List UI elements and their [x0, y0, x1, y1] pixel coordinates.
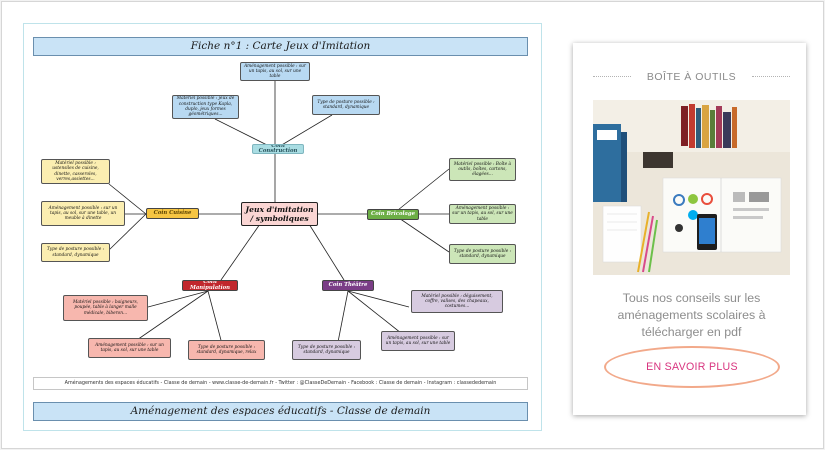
cuisine-materiel: Matériel possible : ustensiles de cuisin… [41, 159, 110, 184]
construction-materiel: Matériel possible : jeux de construction… [172, 95, 239, 119]
card-title-row: BOÎTE À OUTILS [593, 70, 790, 84]
title-divider-left [593, 76, 631, 77]
hub-manipulation: Coin Manipulation [182, 280, 238, 291]
theatre-posture: Type de posture possible : standard, dyn… [292, 340, 361, 360]
sheet-title: Fiche n°1 : Carte Jeux d'Imitation [33, 37, 528, 56]
mindmap-sheet[interactable]: Fiche n°1 : Carte Jeux d'Imitation [23, 23, 542, 431]
construction-amenagement: Aménagement possible : sur un tapis, au … [240, 62, 310, 81]
mindmap-connectors [108, 81, 450, 345]
bricolage-materiel: Matériel possible : Boîte à outils, boît… [449, 158, 516, 181]
theatre-amenagement: Aménagement possible : sur un tapis, au … [381, 331, 455, 351]
desk-photo [593, 100, 790, 275]
bricolage-amenagement: Aménagement possible : sur un tapis, au … [449, 204, 516, 224]
bricolage-posture: Type de posture possible : standard, dyn… [449, 244, 516, 264]
hub-theatre: Coin Théâtre [322, 280, 374, 291]
hub-bricolage: Coin Bricolage [367, 209, 419, 220]
cuisine-posture: Type de posture possible : standard, dyn… [41, 243, 110, 262]
theatre-materiel: Matériel possible : déguisement, coffre,… [411, 290, 503, 313]
hub-cuisine: Coin Cuisine [146, 208, 199, 219]
manipulation-amenagement: Aménagement possible : sur un tapis, au … [88, 338, 171, 358]
mindmap: Jeux d'imitation / symboliques Coin Cons… [24, 24, 541, 430]
title-divider-right [752, 76, 790, 77]
hub-construction: Coin Construction [252, 144, 304, 154]
toolbox-card: BOÎTE À OUTILS [573, 43, 806, 415]
sheet-footer: Aménagements des espaces éducatifs - Cla… [33, 377, 528, 390]
manipulation-materiel: Matériel possible : baigneurs, poupée, t… [63, 295, 148, 321]
cuisine-amenagement: Aménagement possible : sur un tapis, au … [41, 201, 125, 226]
sheet-bottom-title: Aménagement des espaces éducatifs - Clas… [33, 402, 528, 421]
center-node: Jeux d'imitation / symboliques [241, 202, 318, 226]
manipulation-posture: Type de posture possible : standard, dyn… [188, 340, 265, 360]
learn-more-button[interactable]: EN SAVOIR PLUS [604, 346, 780, 388]
construction-posture: Type de posture possible : standard, dyn… [312, 95, 380, 115]
card-title: BOÎTE À OUTILS [646, 71, 737, 83]
card-description: Tous nos conseils sur les aménagements s… [617, 291, 766, 339]
